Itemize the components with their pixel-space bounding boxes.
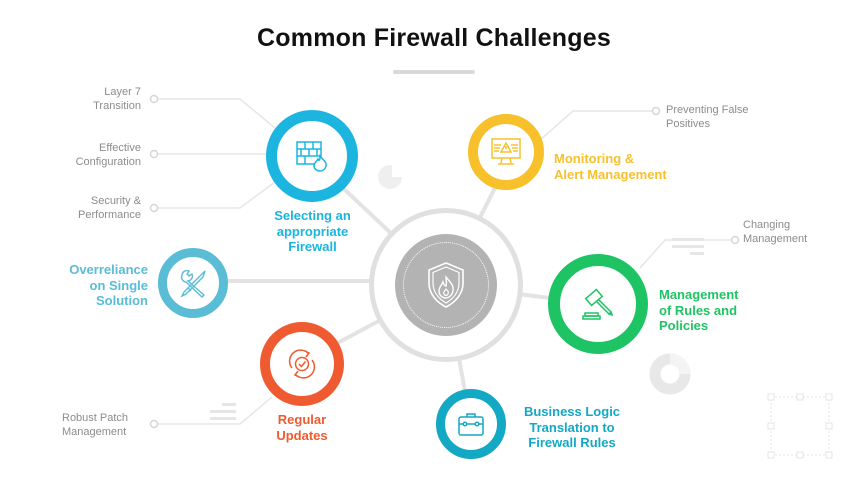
node-label-business-logic: Business Logic Translation to Firewall R… <box>512 404 632 451</box>
sub-item-preventing-false-positives: Preventing False Positives <box>666 103 786 131</box>
label-line: on Single <box>89 277 149 293</box>
sub-line: Management <box>62 426 127 438</box>
lines-decoration-icon <box>672 238 704 255</box>
node-label-monitoring: Monitoring & Alert Management <box>554 151 704 182</box>
label-line: Alert Management <box>554 166 667 182</box>
sub-line: Security & <box>90 195 141 207</box>
node-regular-updates[interactable] <box>260 322 344 406</box>
sub-line: Performance <box>78 209 141 221</box>
label-line: Management <box>659 287 739 302</box>
node-label-selecting-firewall: Selecting an appropriate Firewall <box>255 208 370 255</box>
sub-item-effective-config: Effective Configuration <box>30 141 141 169</box>
label-line: Monitoring & <box>554 151 635 166</box>
sub-line: Preventing False <box>666 104 749 116</box>
label-line: Business Logic <box>523 404 621 419</box>
pie-chart-decoration-icon <box>378 165 404 189</box>
sub-line: Configuration <box>75 156 141 168</box>
label-line: appropriate <box>276 223 349 239</box>
label-line: Overreliance <box>69 262 148 277</box>
center-hub-dotted-ring <box>403 242 489 328</box>
brick-wall-fire-icon <box>296 141 327 172</box>
page-title: Common Firewall Challenges <box>257 24 611 52</box>
sub-line: Effective <box>99 142 141 154</box>
lines-decoration-icon <box>210 403 236 420</box>
title-underline <box>393 70 475 74</box>
label-line: Policies <box>659 318 709 333</box>
selection-frame-decoration-icon <box>767 393 833 459</box>
gavel-icon <box>582 288 614 320</box>
label-line: Solution <box>96 293 148 308</box>
sub-line: Layer 7 <box>104 86 141 98</box>
refresh-check-icon <box>288 349 316 379</box>
sub-line: Transition <box>93 100 141 112</box>
label-line: of Rules and <box>659 302 738 318</box>
briefcase-icon <box>458 413 484 436</box>
donut-decoration-icon <box>649 353 691 395</box>
node-business-logic[interactable] <box>436 389 506 459</box>
node-selecting-firewall[interactable] <box>266 110 358 202</box>
sub-item-robust-patch: Robust Patch Management <box>62 411 152 439</box>
node-label-overreliance: Overreliance on Single Solution <box>50 262 148 309</box>
node-overreliance[interactable] <box>158 248 228 318</box>
monitor-alert-icon <box>491 138 521 165</box>
node-monitoring[interactable] <box>468 114 544 190</box>
tools-icon <box>180 269 206 298</box>
node-label-rules-policies: Management of Rules and Policies <box>659 287 769 334</box>
label-line: Selecting an <box>274 208 351 223</box>
sub-item-changing-management: Changing Management <box>743 218 853 246</box>
sub-item-layer7: Layer 7 Transition <box>40 85 141 113</box>
sub-line: Robust Patch <box>62 412 129 424</box>
label-line: Firewall <box>288 239 337 254</box>
label-line: Firewall Rules <box>528 435 616 450</box>
sub-line: Positives <box>666 118 711 130</box>
sub-item-security-performance: Security & Performance <box>30 194 141 222</box>
label-line: Translation to <box>529 419 615 435</box>
sub-line: Management <box>743 233 808 245</box>
node-rules-policies[interactable] <box>548 254 648 354</box>
sub-line: Changing <box>743 219 791 231</box>
node-label-regular-updates: Regular Updates <box>262 412 342 443</box>
label-line: Updates <box>276 427 328 443</box>
label-line: Regular <box>277 412 327 427</box>
